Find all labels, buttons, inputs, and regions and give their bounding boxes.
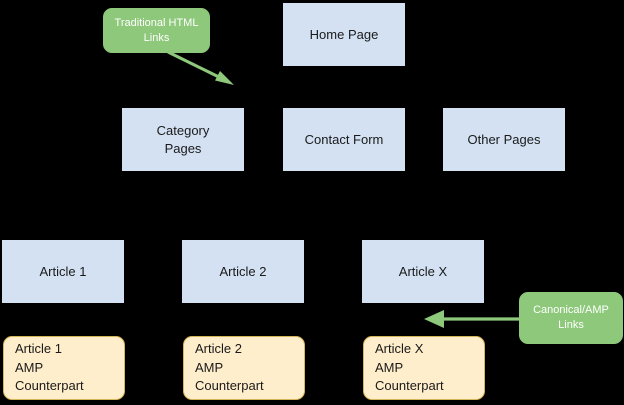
node-article-1-amp-counterpart[interactable]: Article 1 AMP Counterpart (3, 336, 125, 400)
node-contact-form[interactable]: Contact Form (283, 108, 405, 171)
node-label: Home Page (309, 26, 379, 42)
callout-traditional-html-links[interactable]: Traditional HTML Links (103, 8, 210, 53)
node-label: Other Pages (467, 131, 541, 147)
node-other-pages[interactable]: Other Pages (443, 108, 565, 171)
node-label: Article 1 AMP Counterpart (15, 341, 84, 394)
callout-label: Traditional HTML Links (114, 16, 199, 44)
callout-label: Canonical/AMP Links (533, 304, 609, 331)
node-article-1[interactable]: Article 1 (2, 240, 124, 303)
node-category-pages[interactable]: Category Pages (122, 108, 244, 171)
node-label: Article 2 (219, 263, 267, 279)
node-home-page[interactable]: Home Page (283, 3, 405, 66)
node-article-2-amp-counterpart[interactable]: Article 2 AMP Counterpart (183, 336, 305, 400)
node-label: Article 2 AMP Counterpart (195, 341, 264, 394)
callout-canonical-amp-links[interactable]: Canonical/AMP Links (519, 292, 623, 344)
node-label: Article X (398, 263, 448, 279)
node-article-x-amp-counterpart[interactable]: Article X AMP Counterpart (363, 336, 485, 400)
arrow-traditional-html-links (167, 50, 234, 85)
node-label: Article 1 (39, 263, 87, 279)
node-label: Category Pages (156, 122, 210, 156)
node-label: Article X AMP Counterpart (375, 341, 444, 394)
arrow-canonical-amp-links (424, 310, 519, 328)
node-article-2[interactable]: Article 2 (182, 240, 304, 303)
node-label: Contact Form (304, 131, 384, 147)
node-article-x[interactable]: Article X (362, 240, 484, 303)
